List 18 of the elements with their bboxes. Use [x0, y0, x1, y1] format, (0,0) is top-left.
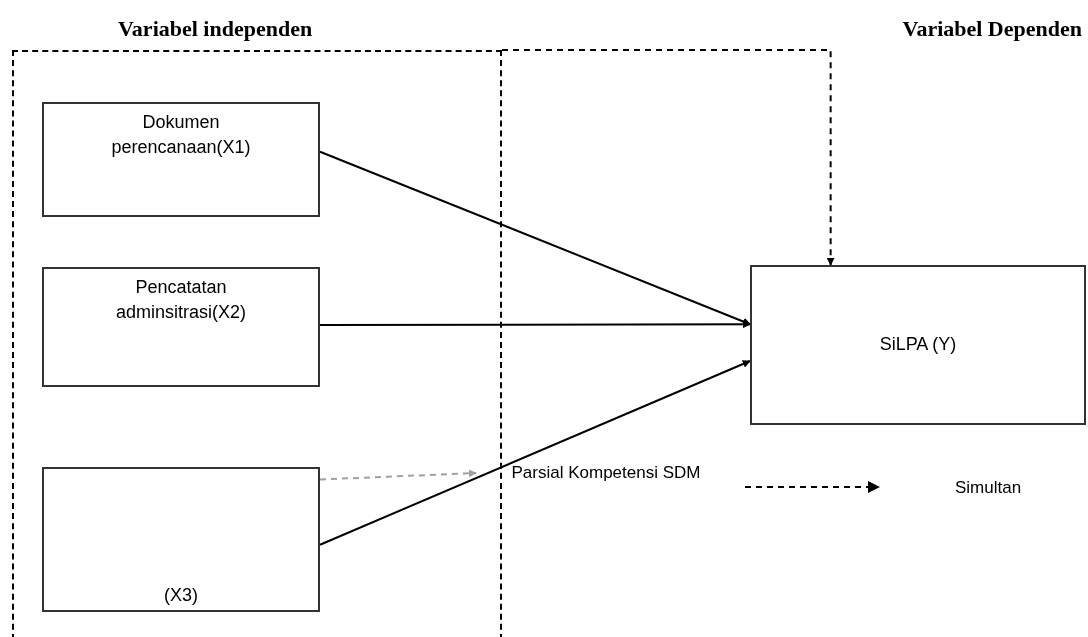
variable-box [42, 467, 320, 612]
variable-box [750, 265, 1086, 425]
column-heading: Variabel Dependen [902, 16, 1082, 42]
node-label: (X3) [164, 583, 198, 607]
dashed-arrow [501, 49, 835, 266]
arrow [319, 150, 751, 326]
variable-box [42, 267, 320, 387]
dashed-arrow [319, 469, 477, 481]
variable-box [42, 102, 320, 217]
node-label: Parsial Kompetensi SDM [511, 462, 701, 485]
node-label: SiLPA (Y) [879, 333, 957, 357]
dashed-group-box [12, 50, 502, 637]
legend-label: Simultan [955, 478, 1022, 498]
node-label: Pencatatan adminsitrasi(X2) [114, 276, 247, 325]
arrow [319, 360, 751, 546]
column-heading: Variabel independen [118, 16, 313, 42]
node-label: Dokumen perencanaan(X1) [110, 111, 252, 160]
arrow [319, 320, 751, 329]
